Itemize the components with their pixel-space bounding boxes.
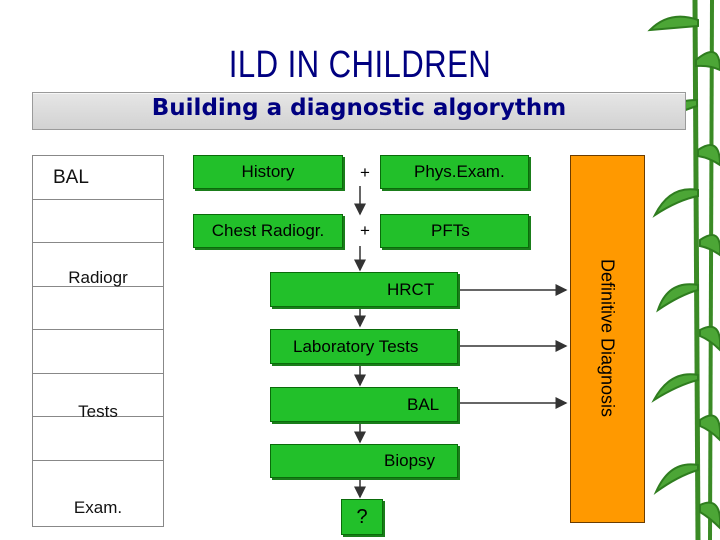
column-divider — [33, 286, 163, 287]
subtitle-text: Building a diagnostic algorythm — [151, 95, 567, 121]
history-label: History — [241, 162, 295, 181]
left-label-tests: Tests — [78, 402, 118, 421]
left-label-bal: BAL — [53, 167, 89, 188]
pfts-box: PFTs — [380, 214, 529, 248]
phys-exam-label: Phys.Exam. — [414, 162, 505, 181]
hrct-box: HRCT — [270, 272, 458, 307]
question-box: ? — [341, 499, 383, 535]
plus-sign: + — [360, 221, 370, 240]
laboratory-tests-label: Laboratory Tests — [293, 337, 419, 356]
phys-exam-box: Phys.Exam. — [380, 155, 529, 189]
column-divider — [33, 373, 163, 374]
definitive-diagnosis-box — [570, 155, 645, 523]
column-divider — [33, 460, 163, 461]
left-label-radiogr: Radiogr — [68, 268, 128, 287]
hrct-label: HRCT — [387, 280, 435, 299]
column-divider — [33, 242, 163, 243]
bal-label: BAL — [407, 395, 440, 414]
column-divider — [33, 199, 163, 200]
chest-radiogr-box: Chest Radiogr. — [193, 214, 343, 248]
chest-radiogr-label: Chest Radiogr. — [211, 221, 325, 240]
left-label-exam: Exam. — [73, 498, 123, 517]
laboratory-tests-box: Laboratory Tests — [270, 329, 458, 364]
subtitle-banner: Building a diagnostic algorythm — [32, 92, 686, 130]
left-label-column: BAL Radiogr Tests Exam. — [32, 155, 164, 527]
column-divider — [33, 416, 163, 417]
column-divider — [33, 329, 163, 330]
history-box: History — [193, 155, 343, 189]
plus-sign: + — [360, 163, 370, 182]
slide-title: ILD IN CHILDREN — [228, 44, 492, 86]
pfts-label: PFTs — [431, 221, 470, 240]
definitive-diagnosis-label: Definitive Diagnosis — [597, 258, 618, 418]
biopsy-label: Biopsy — [384, 451, 436, 470]
question-mark: ? — [356, 506, 368, 528]
bal-box: BAL — [270, 387, 458, 422]
biopsy-box: Biopsy — [270, 444, 458, 478]
